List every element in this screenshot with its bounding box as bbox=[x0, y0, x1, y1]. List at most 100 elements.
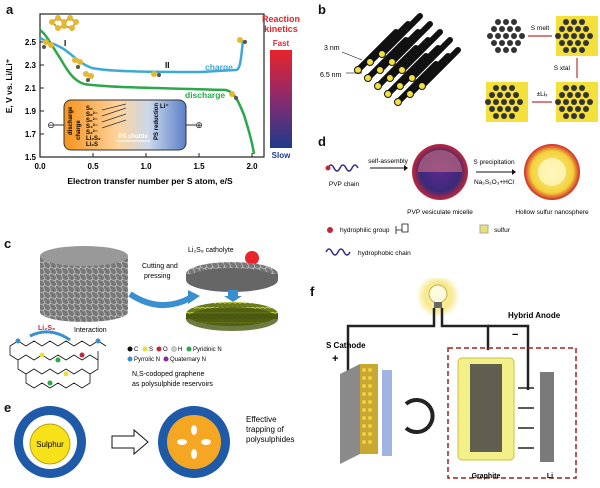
x-tick-label: 0.0 bbox=[34, 162, 46, 171]
polysulphide-core-icon bbox=[167, 415, 221, 469]
polysulfide-molecule-icons bbox=[42, 37, 247, 100]
legend-item: Pyrrolic N bbox=[134, 357, 160, 363]
inset-species: S₆²⁻ bbox=[86, 117, 98, 124]
s-precip-label: S precipitation bbox=[473, 159, 515, 166]
inset-li-plus: Li⁺ bbox=[160, 103, 169, 110]
kinetics-gradient-bar bbox=[270, 50, 292, 148]
s-xtal-label: S xtal bbox=[554, 65, 571, 72]
graphite-label: Graphite bbox=[472, 473, 501, 480]
y-tick-label: 2.5 bbox=[25, 38, 37, 47]
process-arrow-icon bbox=[128, 291, 192, 309]
effective-line3: polysulphides bbox=[246, 435, 294, 444]
effective-line1: Effective bbox=[246, 415, 277, 424]
panel-c-diagram: Cutting and pressing Li₂S₈ catholyte Li₂… bbox=[9, 246, 278, 389]
legend-item: Quaternary N bbox=[170, 357, 206, 363]
y-ticks bbox=[40, 41, 44, 158]
inset-ps-reduction: PS reduction bbox=[154, 103, 160, 140]
separator bbox=[382, 370, 392, 456]
inset-species: Li₂S₂ bbox=[86, 136, 101, 142]
micelle-label: PVP vesiculate micelle bbox=[407, 209, 473, 216]
charge-label: charge bbox=[205, 62, 233, 72]
hydrophilic-label: hydrophilic group bbox=[340, 227, 390, 234]
panel-e-diagram: Sulphur Effective trapping of polysulphi… bbox=[14, 406, 294, 478]
cycled-pore-grid-left bbox=[485, 82, 528, 122]
y-tick-label: 2.1 bbox=[25, 84, 37, 93]
sulphur-label: Sulphur bbox=[36, 440, 64, 449]
panel-a-chart: 2.5 2.3 2.1 1.9 1.7 1.5 0.0 0.5 1.0 1.5 … bbox=[4, 13, 300, 186]
cycled-pore-grid-right bbox=[555, 82, 598, 122]
self-assembly-label: self-assembly bbox=[368, 158, 408, 165]
effective-line2: trapping of bbox=[246, 425, 285, 434]
hybrid-anode-label: Hybrid Anode bbox=[508, 311, 561, 320]
filled-pore-grid bbox=[555, 16, 598, 56]
arrow-right-icon bbox=[111, 428, 149, 456]
inset-ps-shuttle: PS shuttle bbox=[118, 134, 148, 140]
legend-item: Pyridinic N bbox=[193, 347, 222, 353]
li2s8-label: Li₂S₈ bbox=[38, 325, 55, 332]
inset-minus: ⊖ bbox=[47, 120, 55, 130]
panel-b-diagram: 3 nm 6.5 nm bbox=[320, 13, 598, 122]
light-bulb-icon bbox=[428, 284, 448, 304]
graphene-foam-cylinder bbox=[40, 246, 128, 322]
s-cathode-label: S Cathode bbox=[326, 341, 366, 350]
inset-species: Li₂S bbox=[86, 142, 98, 148]
disc-top bbox=[186, 262, 278, 292]
x-tick-label: 1.5 bbox=[193, 162, 205, 171]
y-tick-label: 1.5 bbox=[25, 153, 37, 162]
y-axis-label: E, V vs. Li/Li⁺ bbox=[4, 58, 14, 113]
inset-species: S₈ bbox=[86, 106, 93, 112]
x-tick-label: 1.0 bbox=[140, 162, 152, 171]
lattice-dopant-atoms bbox=[15, 338, 101, 386]
hybrid-anode-box bbox=[447, 347, 577, 479]
inset-diagram: ⊖ ⊕ discharge charge S₈ S₈²⁻ S₆²⁻ S₄²⁻ S… bbox=[47, 99, 203, 151]
legend-item: H bbox=[178, 347, 182, 353]
graphite-nanostructure bbox=[470, 364, 502, 452]
kinetics-title-2: kinetics bbox=[264, 24, 298, 34]
s8-molecule-icon bbox=[49, 15, 79, 31]
pvp-chain-label: PVP chain bbox=[329, 181, 360, 188]
inset-charge: charge bbox=[76, 120, 82, 140]
hydrophobic-label: hydrophobic chain bbox=[358, 250, 411, 257]
sulfur-swatch-icon bbox=[479, 224, 489, 234]
y-tick-label: 1.9 bbox=[25, 107, 37, 116]
inset-discharge: discharge bbox=[68, 106, 74, 135]
legend-item: S bbox=[149, 347, 153, 353]
panel-label-d: d bbox=[318, 134, 326, 149]
disc-soaked bbox=[186, 302, 278, 331]
charge-curve bbox=[39, 36, 245, 74]
droplet-icon bbox=[245, 251, 259, 265]
hollow-label: Hollow sulfur nanosphere bbox=[515, 209, 589, 216]
x-tick-label: 0.5 bbox=[87, 162, 99, 171]
hydrophilic-dot-icon bbox=[327, 227, 333, 233]
s-cathode-block bbox=[340, 364, 378, 464]
dim-3nm: 3 nm bbox=[324, 45, 340, 52]
sulphur-core-icon bbox=[29, 423, 71, 465]
pvp-chain-icon bbox=[327, 164, 359, 172]
legend-item: C bbox=[134, 347, 139, 353]
hydrophobic-chain-icon bbox=[325, 248, 351, 256]
panel-label-f: f bbox=[310, 284, 315, 299]
panel-label-a: a bbox=[6, 2, 14, 17]
region-I-label: I bbox=[64, 39, 66, 48]
minus-sign: − bbox=[512, 329, 518, 341]
panel-f-diagram: S Cathode + Hybrid Anode − Graphite Li bbox=[326, 278, 577, 480]
panel-d-diagram: PVP chain self-assembly PVP vesiculate m… bbox=[325, 144, 589, 257]
pressing-label: pressing bbox=[144, 273, 171, 280]
plus-sign: + bbox=[332, 353, 338, 365]
cutting-label: Cutting and bbox=[142, 263, 178, 270]
inset-plus: ⊕ bbox=[195, 120, 203, 130]
inset-species: S₄²⁻ bbox=[86, 123, 98, 130]
li-label: Li bbox=[547, 473, 553, 480]
cmk3-nanotube-bundle bbox=[354, 13, 461, 106]
panel-label-b: b bbox=[318, 2, 326, 17]
inset-species: S₃²⁻ bbox=[86, 129, 98, 136]
x-tick-label: 2.0 bbox=[246, 162, 258, 171]
caption-line1: N,S-codoped graphene bbox=[132, 371, 204, 378]
plot-frame bbox=[39, 13, 265, 158]
empty-pore-grid bbox=[487, 19, 525, 53]
kinetics-fast: Fast bbox=[273, 39, 290, 48]
panel-label-c: c bbox=[4, 236, 12, 251]
discharge-label: discharge bbox=[185, 90, 225, 100]
dim-65nm: 6.5 nm bbox=[320, 72, 342, 79]
discharge-curve bbox=[39, 28, 256, 155]
